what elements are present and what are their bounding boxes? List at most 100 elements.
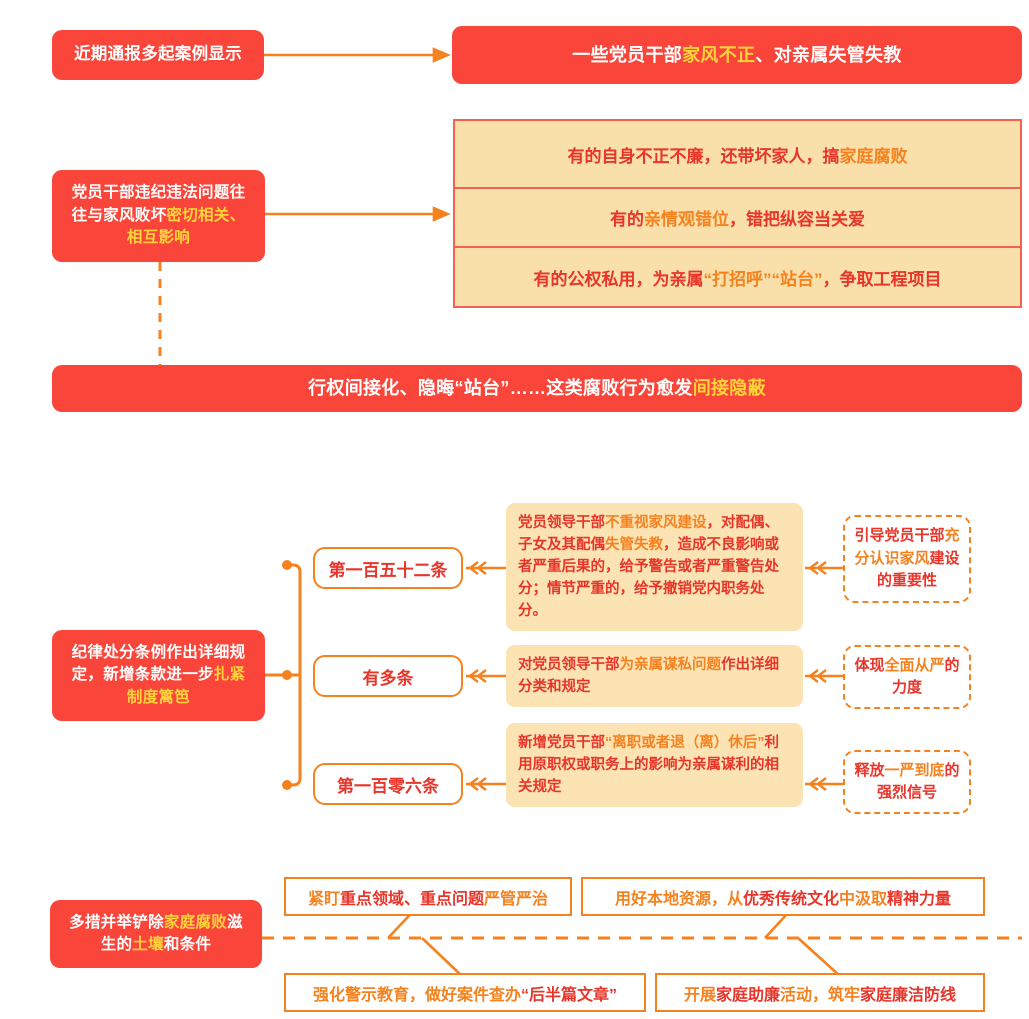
text-segment-1: “后半篇文章”: [521, 986, 618, 1004]
s2-row3-a: 有的公权私用，为亲属: [533, 269, 704, 289]
text-segment-2: 建设的重要性: [876, 549, 960, 590]
chevron-connector-5: [805, 669, 843, 683]
text-segment-1: “离职或者退（离）休后”: [605, 734, 765, 751]
text-segment-1: 优秀传统文化: [742, 890, 839, 908]
s1-text-a: 一些党员干部: [572, 44, 683, 65]
table-row[interactable]: 有的公权私用，为亲属“打招呼”“站台”，争取工程项目: [455, 248, 1020, 306]
section1-result-text: 一些党员干部家风不正、对亲属失管失教: [572, 42, 901, 68]
section3-pill-3[interactable]: 第一百零六条: [313, 763, 463, 805]
segmented-text: 开展家庭助廉活动，筑牢家庭廉洁防线: [684, 981, 956, 1005]
s2-row1-hl: 家庭腐败: [839, 146, 908, 166]
chevron-connector-1: [466, 561, 506, 575]
text-segment-1: 为亲属谋私问题: [619, 656, 722, 673]
s3-pill2-label: 有多条: [362, 668, 414, 688]
text-segment-0: 引导党员干部: [854, 527, 945, 545]
text-segment-2: 利用原职权或职务上的影响为亲属谋利的相关规定: [518, 734, 779, 796]
s1-text-b: 、对亲属失管失教: [755, 44, 902, 65]
s1-highlight: 家风不正: [682, 44, 756, 65]
section3-detail-2[interactable]: 对党员领导干部为亲属谋私问题作出详细分类和规定: [506, 645, 803, 707]
s2-row3-b: ，争取工程项目: [822, 269, 942, 289]
section3-left-text: 纪律处分条例作出详细规定，新增条款进一步扎紧制度篱笆: [64, 642, 253, 709]
text-segment-3: 失管失教: [605, 536, 663, 553]
text-segment-3: 家庭廉洁防线: [860, 986, 957, 1004]
text-segment-4: ，造成不良影响或者严重后果的，给予警告或者严重警告处分；情节严重的，给予撤销党内…: [518, 536, 779, 620]
section1-result-banner[interactable]: 一些党员干部家风不正、对亲属失管失教: [452, 26, 1022, 84]
s2-label-highlight: 密切相关、相互影响: [126, 206, 246, 247]
s2-row1-text: 有的自身不正不廉，还带坏家人，搞家庭腐败: [568, 142, 908, 167]
section3-pill-1[interactable]: 第一百五十二条: [313, 547, 463, 589]
segmented-text: 用好本地资源，从优秀传统文化中汲取精神力量: [615, 885, 951, 909]
chevron-connector-6: [805, 777, 843, 791]
chevron-connector-3: [466, 777, 506, 791]
text-segment-1: 重点领域、重点问题: [339, 890, 484, 908]
section3-pill-2[interactable]: 有多条: [313, 655, 463, 697]
segmented-text: 体现全面从严的力度: [851, 655, 963, 700]
text-segment-2: 活动，筑牢: [780, 986, 861, 1004]
text-segment-0: 体现: [854, 656, 885, 674]
s2-sum-a: 行权间接化、隐晦“站台”……这类腐败行为愈发: [308, 378, 693, 399]
section2-left-label[interactable]: 党员干部违纪违法问题往往与家风败坏密切相关、相互影响: [52, 170, 265, 262]
section1-source-box[interactable]: 近期通报多起案例显示: [52, 30, 264, 80]
section2-summary-text: 行权间接化、隐晦“站台”……这类腐败行为愈发间接隐蔽: [308, 375, 766, 401]
text-segment-1: 不重视家风建设: [605, 514, 707, 531]
section4-measure-1[interactable]: 紧盯重点领域、重点问题严管严治: [284, 877, 572, 916]
section2-left-text: 党员干部违纪违法问题往往与家风败坏密切相关、相互影响: [64, 182, 253, 249]
text-segment-2: 的力度: [891, 656, 960, 697]
section3-left-label[interactable]: 纪律处分条例作出详细规定，新增条款进一步扎紧制度篱笆: [52, 630, 265, 721]
section4-left-text: 多措并举铲除家庭腐败滋生的土壤和条件: [62, 912, 250, 957]
s4-label-hl2: 土壤: [132, 936, 164, 953]
section3-outcome-3[interactable]: 释放一严到底的强烈信号: [843, 750, 971, 814]
table-row[interactable]: 有的亲情观错位，错把纵容当关爱: [455, 189, 1020, 248]
segmented-text: 强化警示教育，做好案件查办“后半篇文章”: [313, 981, 617, 1005]
s2-row1-a: 有的自身不正不廉，还带坏家人，搞: [567, 146, 840, 166]
section4-measure-2[interactable]: 用好本地资源，从优秀传统文化中汲取精神力量: [581, 877, 985, 916]
chevron-connector-2: [466, 669, 506, 683]
text-segment-0: 释放: [854, 761, 885, 779]
text-segment-1: 一严到底: [884, 761, 945, 779]
s2-sum-hl: 间接隐蔽: [692, 378, 766, 399]
s2-row3-text: 有的公权私用，为亲属“打招呼”“站台”，争取工程项目: [534, 265, 942, 290]
section2-summary-banner[interactable]: 行权间接化、隐晦“站台”……这类腐败行为愈发间接隐蔽: [52, 365, 1022, 412]
section1-source-label: 近期通报多起案例显示: [74, 45, 242, 64]
text-segment-1: 充分认识家风: [854, 527, 960, 567]
text-segment-0: 强化警示教育，做好案件查办: [312, 986, 521, 1004]
s2-row2-hl: 亲情观错位: [644, 210, 729, 229]
bracket-connector: [263, 560, 302, 790]
section3-detail-3[interactable]: 新增党员干部“离职或者退（离）休后”利用原职权或职务上的影响为亲属谋利的相关规定: [506, 723, 803, 807]
s3-label-a: 纪律处分条例作出详细规定，新增条款进一步: [71, 643, 246, 684]
s2-row2-b: ，错把纵容当关爱: [729, 210, 865, 229]
s2-row2-a: 有的: [610, 210, 644, 229]
text-segment-0: 对党员领导干部: [518, 656, 620, 673]
section3-outcome-1[interactable]: 引导党员干部充分认识家风建设的重要性: [843, 515, 971, 603]
text-segment-0: 党员领导干部: [518, 514, 605, 531]
text-segment-1: 家庭助廉: [715, 986, 780, 1004]
text-segment-0: 新增党员干部: [518, 734, 605, 751]
text-segment-2: 作出详细分类和规定: [518, 656, 779, 695]
segmented-text: 引导党员干部充分认识家风建设的重要性: [851, 525, 963, 593]
s2-label-a: 党员干部违纪违法问题往往与家风败坏: [71, 184, 246, 224]
text-segment-2: 的强烈信号: [876, 761, 960, 802]
s4-label-a: 多措并举铲除: [69, 913, 164, 931]
section3-outcome-2[interactable]: 体现全面从严的力度: [843, 645, 971, 709]
section4-measure-4[interactable]: 开展家庭助廉活动，筑牢家庭廉洁防线: [655, 973, 985, 1012]
s3-pill3-label: 第一百零六条: [337, 776, 439, 796]
text-segment-2: ，对配偶、子女及其配偶: [518, 514, 779, 553]
text-segment-1: 全面从严: [884, 656, 945, 674]
section4-measure-3[interactable]: 强化警示教育，做好案件查办“后半篇文章”: [284, 973, 646, 1012]
text-segment-0: 开展: [683, 986, 716, 1004]
section4-left-label[interactable]: 多措并举铲除家庭腐败滋生的土壤和条件: [50, 900, 262, 968]
s4-label-c: 和条件: [163, 936, 212, 953]
segmented-text: 释放一严到底的强烈信号: [851, 760, 963, 805]
s3-label-hl: 扎紧制度篱笆: [126, 666, 246, 706]
text-segment-3: 精神力量: [887, 890, 952, 908]
section2-rows-table: 有的自身不正不廉，还带坏家人，搞家庭腐败 有的亲情观错位，错把纵容当关爱 有的公…: [453, 119, 1022, 308]
chevron-connector-4: [805, 561, 843, 575]
text-segment-2: 严管严治: [484, 890, 549, 908]
table-row[interactable]: 有的自身不正不廉，还带坏家人，搞家庭腐败: [455, 121, 1020, 189]
s3-pill1-label: 第一百五十二条: [328, 560, 448, 580]
s2-row2-text: 有的亲情观错位，错把纵容当关爱: [610, 205, 865, 230]
section3-detail-1[interactable]: 党员领导干部不重视家风建设，对配偶、子女及其配偶失管失教，造成不良影响或者严重后…: [506, 503, 803, 631]
segmented-text: 党员领导干部不重视家风建设，对配偶、子女及其配偶失管失教，造成不良影响或者严重后…: [518, 512, 791, 622]
segmented-text: 新增党员干部“离职或者退（离）休后”利用原职权或职务上的影响为亲属谋利的相关规定: [518, 732, 791, 798]
